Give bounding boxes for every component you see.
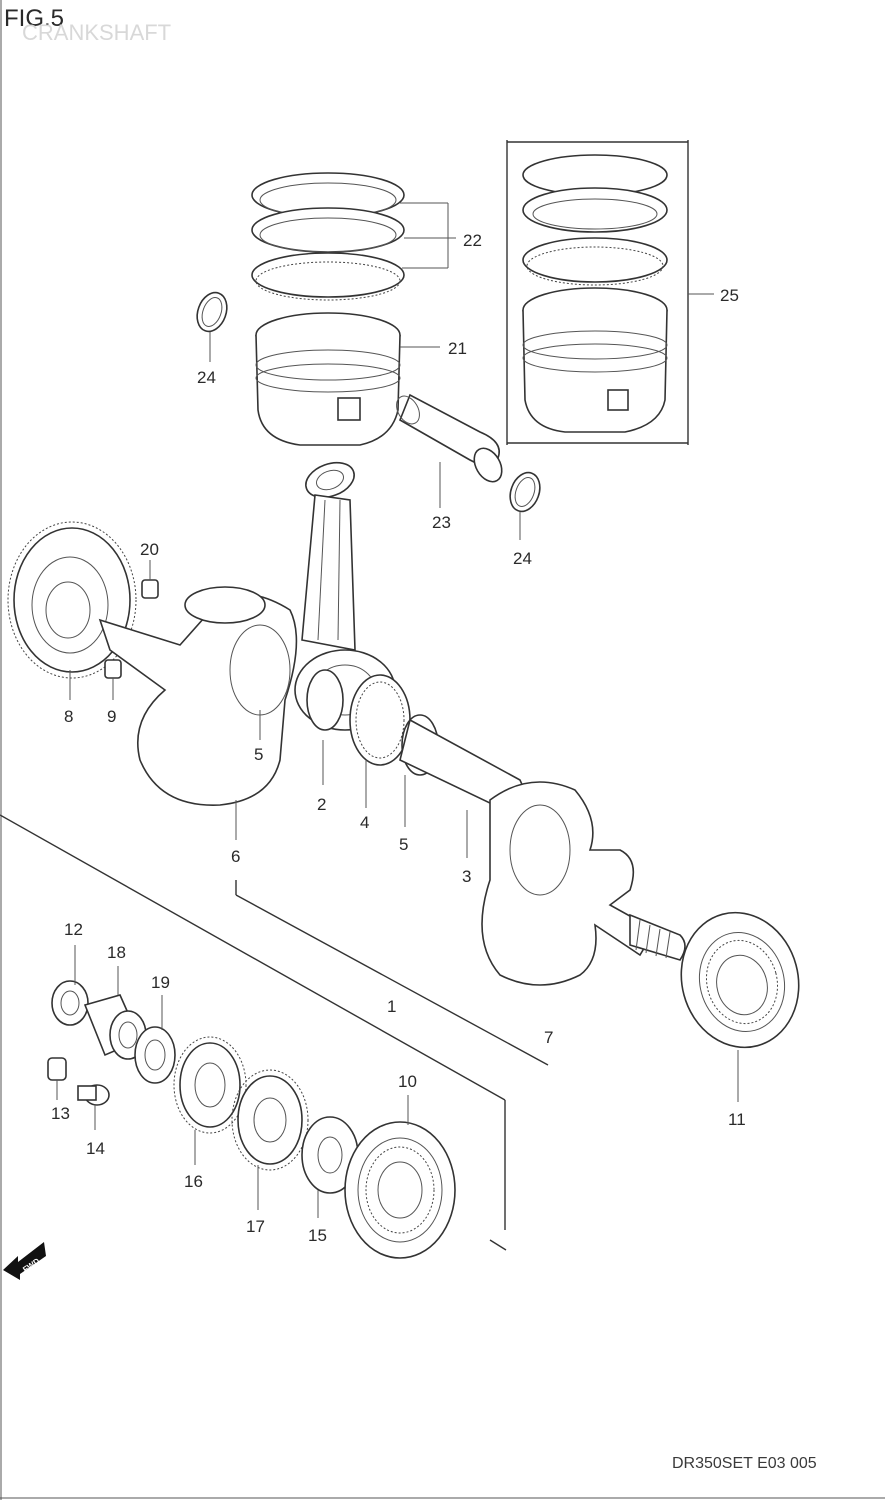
figure-code: DR350SET E03 005 <box>672 1455 817 1472</box>
ball-bearing-10 <box>344 1121 456 1259</box>
callout-23: 23 <box>432 513 451 532</box>
assembly-bracket-7 <box>0 814 507 1251</box>
callout-11: 11 <box>728 1110 746 1129</box>
piston-ring-set <box>251 172 405 301</box>
key-13 <box>47 1057 67 1081</box>
circlip-left <box>196 291 228 333</box>
ball-bearing-right <box>680 911 800 1049</box>
callout-20: 20 <box>140 540 159 559</box>
timing-gear <box>7 521 137 679</box>
leader-lines <box>56 202 739 1218</box>
callout-12: 12 <box>64 920 83 939</box>
callout-7: 7 <box>544 1028 553 1047</box>
callout-14: 14 <box>86 1139 105 1158</box>
thrust-washer-left <box>306 669 344 731</box>
callout-25: 25 <box>720 286 739 305</box>
callout-15: 15 <box>308 1226 327 1245</box>
callout-22: 22 <box>463 231 482 250</box>
callout-10: 10 <box>398 1072 417 1091</box>
callout-2: 2 <box>317 795 326 814</box>
callout-5-left: 5 <box>254 745 263 764</box>
callout-24-right: 24 <box>513 549 532 568</box>
callout-6: 6 <box>231 847 240 866</box>
figure-subtitle: CRANKSHAFT <box>22 20 171 45</box>
nut-12 <box>51 980 89 1026</box>
fwd-arrow-icon: FWD <box>3 1242 46 1280</box>
callout-1: 1 <box>387 997 396 1016</box>
callout-17: 17 <box>246 1217 265 1236</box>
gear-17 <box>231 1069 309 1171</box>
callout-8: 8 <box>64 707 73 726</box>
callout-19: 19 <box>151 973 170 992</box>
piston-pin <box>396 393 503 483</box>
bolt-14 <box>77 1084 110 1106</box>
key-20 <box>141 579 159 599</box>
washer-19 <box>134 1026 176 1084</box>
callout-13: 13 <box>51 1104 70 1123</box>
assembly-bracket-1 <box>235 880 549 1066</box>
key-9 <box>104 659 122 679</box>
callout-9: 9 <box>107 707 116 726</box>
needle-bearing <box>349 674 411 766</box>
callout-16: 16 <box>184 1172 203 1191</box>
crank-right-half <box>481 781 686 986</box>
gear-16 <box>173 1036 247 1134</box>
callout-5-right: 5 <box>399 835 408 854</box>
callout-4: 4 <box>360 813 369 832</box>
callout-18: 18 <box>107 943 126 962</box>
piston-set-bracket <box>506 140 689 445</box>
crank-left-half <box>98 586 298 806</box>
figure-title: FIG.5 <box>4 5 64 32</box>
callout-24-left: 24 <box>197 368 216 387</box>
callout-3: 3 <box>462 867 471 886</box>
circlip-right <box>509 471 541 513</box>
piston <box>255 312 401 446</box>
callout-21: 21 <box>448 339 467 358</box>
